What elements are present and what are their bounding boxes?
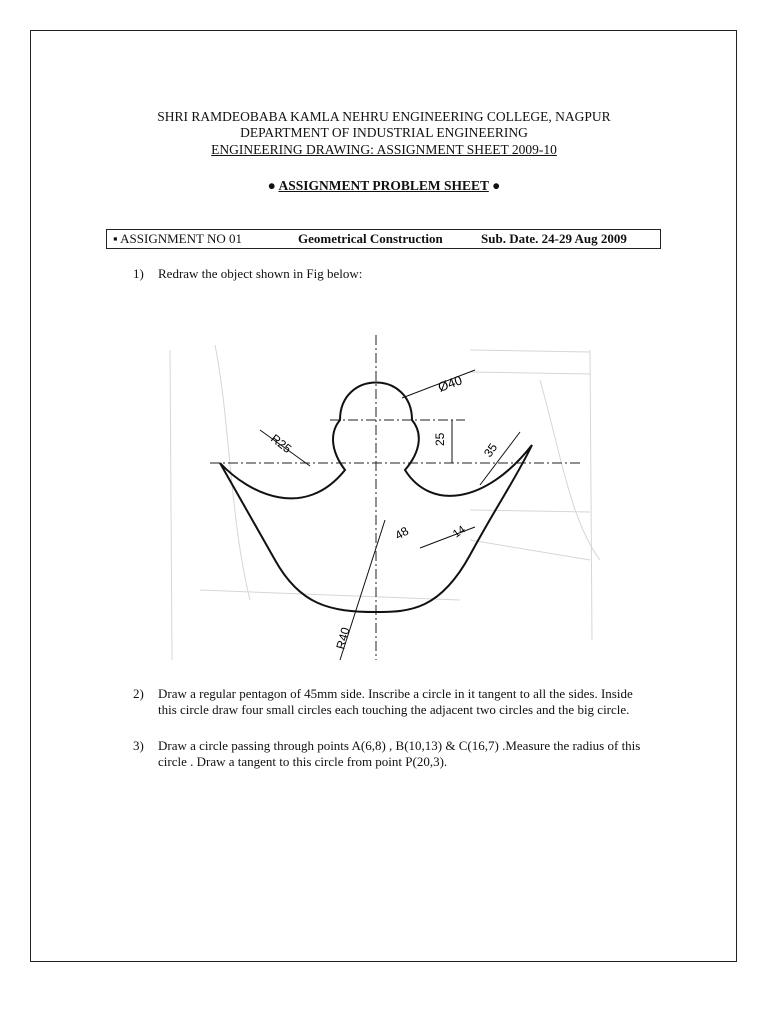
- dimension-label: 25: [433, 432, 447, 446]
- dimension-label: Ø40: [436, 372, 464, 395]
- dimension-label: 35: [481, 440, 500, 459]
- bullet-icon: ●: [492, 178, 501, 193]
- scan-background: [169, 344, 601, 661]
- question-text: Draw a circle passing through points A(6…: [158, 738, 641, 769]
- question-text: Redraw the object shown in Fig below:: [158, 266, 363, 281]
- college-name: SHRI RAMDEOBABA KAMLA NEHRU ENGINEERING …: [157, 109, 611, 124]
- department-name: DEPARTMENT OF INDUSTRIAL ENGINEERING: [240, 125, 528, 140]
- assignment-bar: ▪ ASSIGNMENT NO 01 Geometrical Construct…: [106, 229, 661, 249]
- submission-date: Sub. Date. 24-29 Aug 2009: [481, 231, 627, 246]
- question-number: 1): [133, 266, 144, 281]
- question-number: 3): [133, 738, 144, 753]
- center-lines: [210, 335, 580, 660]
- bullet-icon: ●: [267, 178, 276, 193]
- dimension-label: 48: [393, 524, 412, 543]
- geometry-figure: Ø40 R25 25 35 48 14 R40: [169, 335, 601, 661]
- assignment-number: ▪ ASSIGNMENT NO 01: [113, 231, 242, 246]
- problem-sheet-title-text: ASSIGNMENT PROBLEM SHEET: [278, 178, 489, 193]
- dimension-label: R40: [333, 626, 352, 651]
- question-number: 2): [133, 686, 144, 701]
- question-text: Draw a regular pentagon of 45mm side. In…: [158, 686, 633, 717]
- assignment-topic: Geometrical Construction: [298, 231, 443, 246]
- sheet-title: ENGINEERING DRAWING: ASSIGNMENT SHEET 20…: [0, 142, 768, 158]
- dimension-lines: [259, 369, 521, 661]
- object-outline: [219, 381, 533, 614]
- page-border: [30, 30, 737, 962]
- sheet-title-text: ENGINEERING DRAWING: ASSIGNMENT SHEET 20…: [211, 142, 557, 157]
- dimension-label: 14: [451, 524, 468, 541]
- problem-sheet-title: ● ASSIGNMENT PROBLEM SHEET ●: [0, 178, 768, 194]
